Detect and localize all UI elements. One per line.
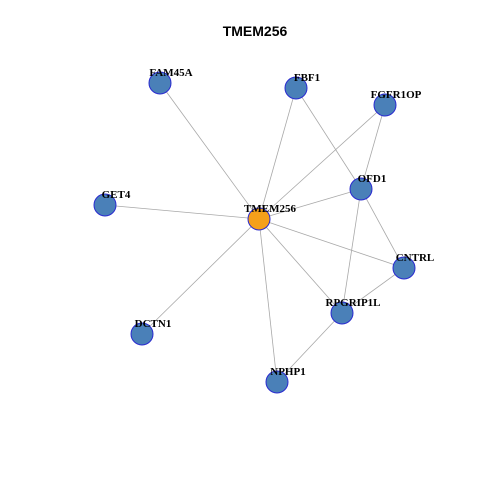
node-label-tmem256: TMEM256: [244, 203, 296, 215]
edge-ofd1-cntrl: [360, 188, 405, 269]
edge-fbf1-ofd1: [295, 87, 362, 190]
node-layer: [93, 71, 416, 394]
node-dctn1: [130, 322, 154, 346]
edge-tmem256-fam45a: [159, 82, 260, 220]
node-label-nphp1: NPHP1: [270, 366, 305, 378]
edge-fgfr1op-ofd1: [360, 104, 386, 190]
node-label-cntrl: CNTRL: [396, 252, 435, 264]
edge-tmem256-dctn1: [141, 218, 260, 335]
node-label-ofd1: OFD1: [358, 173, 387, 185]
node-label-fgfr1op: FGFR1OP: [371, 89, 422, 101]
edge-tmem256-cntrl: [258, 218, 405, 269]
node-tmem256: [247, 207, 271, 231]
node-label-dctn1: DCTN1: [135, 318, 172, 330]
node-label-fam45a: FAM45A: [149, 67, 192, 79]
node-label-fbf1: FBF1: [294, 72, 320, 84]
edge-tmem256-fgfr1op: [258, 104, 386, 220]
node-fam45a: [148, 71, 172, 95]
node-label-get4: GET4: [102, 189, 131, 201]
node-get4: [93, 193, 117, 217]
edge-layer: [104, 82, 405, 383]
edge-cntrl-rpgrip1l: [341, 267, 405, 314]
edge-tmem256-ofd1: [258, 188, 362, 220]
edge-rpgrip1l-nphp1: [276, 312, 343, 383]
node-rpgrip1l: [330, 301, 354, 325]
edge-ofd1-rpgrip1l: [341, 188, 362, 314]
node-nphp1: [265, 370, 289, 394]
node-cntrl: [392, 256, 416, 280]
edge-tmem256-fbf1: [258, 87, 297, 220]
node-ofd1: [349, 177, 373, 201]
diagram-title: TMEM256: [223, 23, 288, 39]
edge-tmem256-get4: [104, 204, 260, 220]
node-fgfr1op: [373, 93, 397, 117]
node-label-rpgrip1l: RPGRIP1L: [326, 297, 381, 309]
node-fbf1: [284, 76, 308, 100]
edge-tmem256-rpgrip1l: [258, 218, 343, 314]
edge-tmem256-nphp1: [258, 218, 278, 383]
